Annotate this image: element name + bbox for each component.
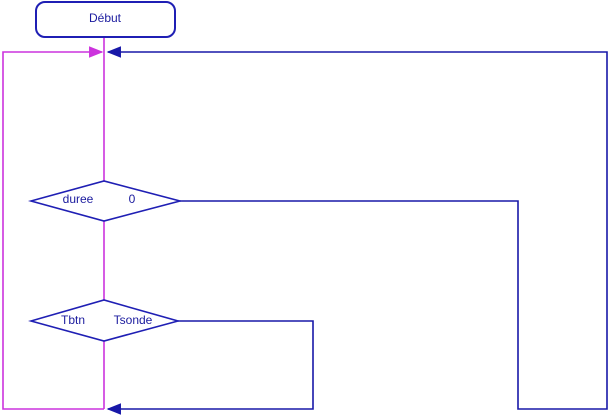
decision-duree-diamond	[27, 180, 184, 222]
decision-duree-left-label: duree	[63, 192, 94, 206]
start-node: Début	[35, 1, 176, 38]
flow-loop-magenta	[2, 46, 104, 410]
decision-tbtn: Tbtn Tsonde	[28, 299, 181, 342]
decision-duree-right-label: 0	[129, 192, 136, 206]
flow-loop-tbtn-false	[106, 320, 314, 415]
flow-loop-duree-false	[106, 46, 608, 410]
decision-tbtn-right-label: Tsonde	[114, 313, 153, 327]
decision-tbtn-left-label: Tbtn	[61, 313, 85, 327]
decision-duree: duree 0	[27, 180, 184, 222]
decision-tbtn-diamond	[28, 299, 181, 342]
start-node-box	[35, 1, 176, 38]
start-node-label: Début	[89, 11, 122, 25]
